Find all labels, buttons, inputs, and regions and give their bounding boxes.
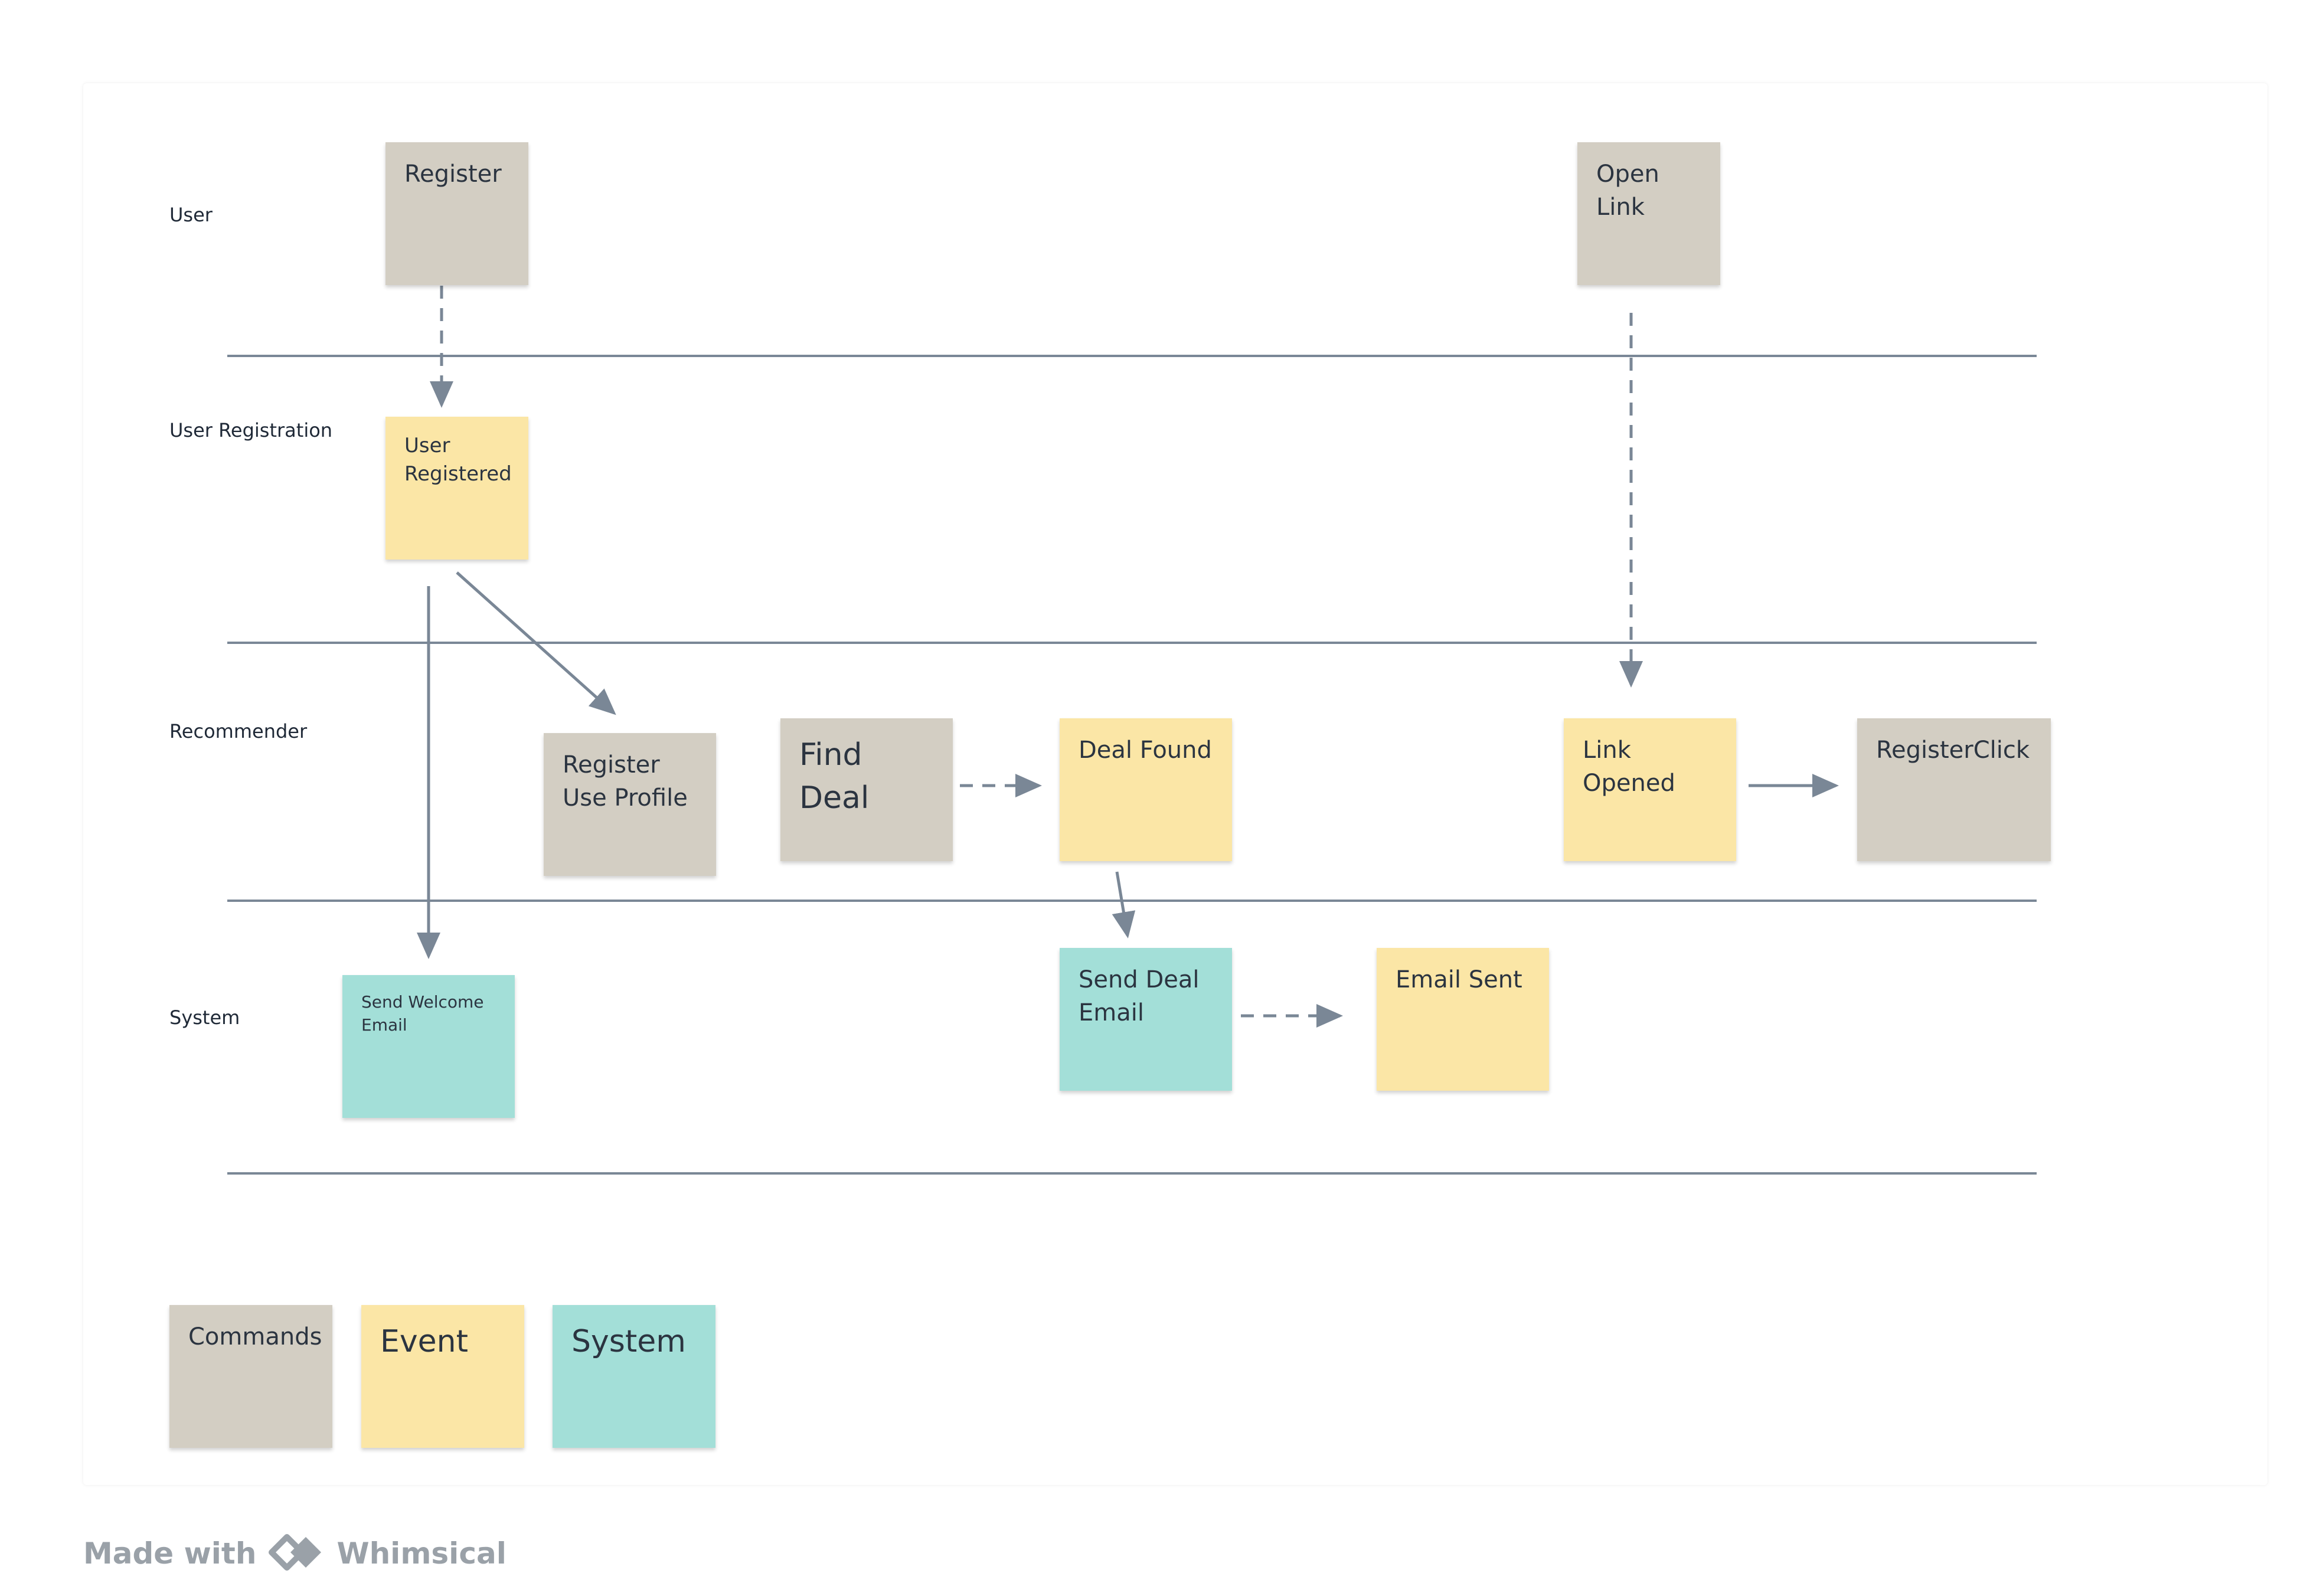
command-note-register-click[interactable]: RegisterClick [1857,718,2051,861]
event-note-link-opened[interactable]: Link Opened [1564,718,1736,861]
lane-label-recommender: Recommender [169,720,308,743]
lane-label-system: System [169,1006,240,1029]
command-note-find-deal[interactable]: Find Deal [780,718,953,861]
whimsical-logo-icon [267,1529,326,1578]
command-note-register-use-profile[interactable]: Register Use Profile [544,733,716,876]
arrow-user-registered-to-register-use-profile [456,571,616,715]
system-note-send-deal-email[interactable]: Send Deal Email [1060,948,1232,1091]
event-note-deal-found[interactable]: Deal Found [1060,718,1232,861]
legend-event: Event [361,1305,524,1448]
event-note-email-sent[interactable]: Email Sent [1377,948,1549,1091]
legend-commands: Commands [169,1305,332,1448]
lane-label-user: User [169,204,213,226]
made-with-footer[interactable]: Made with Whimsical [83,1530,507,1577]
arrow-deal-found-to-send-deal-email [1112,871,1136,938]
lane-label-user-registration: User Registration [169,419,332,441]
event-note-user-registered[interactable]: User Registered [385,417,528,560]
command-note-open-link[interactable]: Open Link [1577,142,1720,285]
made-with-label: Made with [83,1536,257,1571]
system-note-send-welcome-email[interactable]: Send Welcome Email [342,975,515,1118]
command-note-register[interactable]: Register [385,142,528,285]
legend-system: System [553,1305,715,1448]
whimsical-brand-label: Whimsical [336,1536,507,1571]
